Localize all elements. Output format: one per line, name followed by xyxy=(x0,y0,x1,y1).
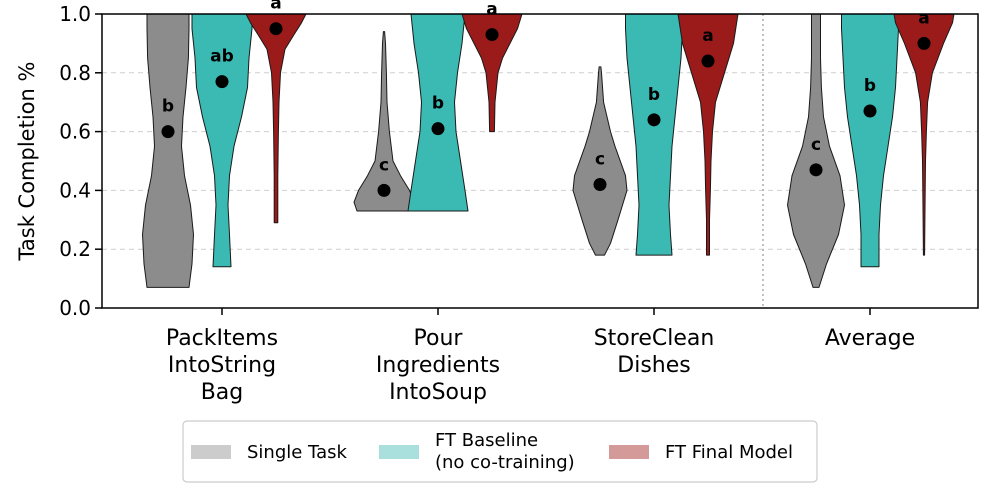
violin-s1-g3 xyxy=(841,13,899,268)
x-tick-label-line: PackItems xyxy=(166,326,278,351)
mean-dot-s2-g0 xyxy=(269,22,283,36)
sig-letter-s0-g2: c xyxy=(595,150,605,170)
sig-letter-s0-g1: c xyxy=(379,155,389,175)
legend-label-line: (no co-training) xyxy=(435,452,575,473)
x-tick-label-line: IntoSoup xyxy=(389,380,487,405)
mean-dot-s2-g2 xyxy=(701,54,715,68)
mean-dot-s2-g3 xyxy=(917,36,931,50)
x-tick-label-line: IntoString xyxy=(168,353,276,378)
sig-letter-s0-g0: b xyxy=(162,97,174,117)
violin-s1-g2 xyxy=(625,13,683,256)
mean-markers xyxy=(161,22,931,197)
x-tick-label-line: Ingredients xyxy=(376,353,500,378)
x-tick-label-line: Dishes xyxy=(617,353,690,378)
x-tick-label-line: Average xyxy=(825,326,915,351)
legend-label-line: FT Baseline xyxy=(435,430,538,451)
legend-label-1: FT Baseline(no co-training) xyxy=(435,430,575,473)
x-tick-label-3: Average xyxy=(825,326,915,351)
sig-letter-s1-g3: b xyxy=(864,76,876,96)
legend-swatch-2 xyxy=(609,445,649,459)
sig-letter-s2-g0: a xyxy=(270,0,281,14)
y-axis: 0.0 0.2 0.4 0.6 0.8 1.0 xyxy=(59,2,102,320)
mean-dot-s0-g3 xyxy=(809,163,823,177)
sig-letter-s0-g3: c xyxy=(811,135,821,155)
y-tick-label-4: 0.8 xyxy=(59,61,91,85)
legend-label-line: FT Final Model xyxy=(665,442,793,463)
mean-dot-s0-g1 xyxy=(377,183,391,197)
mean-dot-s1-g0 xyxy=(215,75,229,89)
x-tick-label-line: StoreClean xyxy=(594,326,715,351)
y-tick-label-2: 0.4 xyxy=(59,178,91,202)
y-tick-label-5: 1.0 xyxy=(59,2,91,26)
significance-letters: b c c c ab b b b a a a a xyxy=(162,0,930,175)
x-tick-label-line: Bag xyxy=(201,380,244,405)
violin-s0-g0 xyxy=(142,13,194,288)
violin-s0-g2 xyxy=(572,66,628,256)
sig-letter-s1-g2: b xyxy=(648,85,660,105)
mean-dot-s0-g0 xyxy=(161,125,175,139)
legend-label-2: FT Final Model xyxy=(665,442,793,463)
mean-dot-s1-g2 xyxy=(647,113,661,127)
sig-letter-s1-g1: b xyxy=(432,94,444,114)
x-tick-label-line: Pour xyxy=(414,326,464,351)
y-tick-label-1: 0.2 xyxy=(59,237,91,261)
violin-layer xyxy=(142,13,955,288)
legend-box xyxy=(182,420,818,483)
sig-letter-s2-g1: a xyxy=(486,0,497,20)
legend-label-0: Single Task xyxy=(247,442,347,463)
y-tick-label-0: 0.0 xyxy=(59,296,91,320)
sig-letter-s1-g0: ab xyxy=(210,47,234,67)
mean-dot-s0-g2 xyxy=(593,178,607,192)
sig-letter-s2-g2: a xyxy=(702,26,713,46)
plot-frame xyxy=(101,13,979,309)
y-tick-label-3: 0.6 xyxy=(59,120,91,144)
violin-s2-g0 xyxy=(245,13,307,224)
mean-dot-s2-g1 xyxy=(485,28,499,42)
y-axis-label: Task Completion % xyxy=(15,62,39,262)
legend-swatch-0 xyxy=(191,445,231,459)
violin-s2-g3 xyxy=(893,13,955,256)
mean-dot-s1-g3 xyxy=(863,104,877,118)
sig-letter-s2-g3: a xyxy=(918,8,929,28)
legend-swatch-1 xyxy=(379,445,419,459)
mean-dot-s1-g1 xyxy=(431,122,445,136)
violin-s2-g2 xyxy=(677,13,739,256)
violin-s0-g1 xyxy=(353,31,415,212)
legend-label-line: Single Task xyxy=(247,442,347,463)
